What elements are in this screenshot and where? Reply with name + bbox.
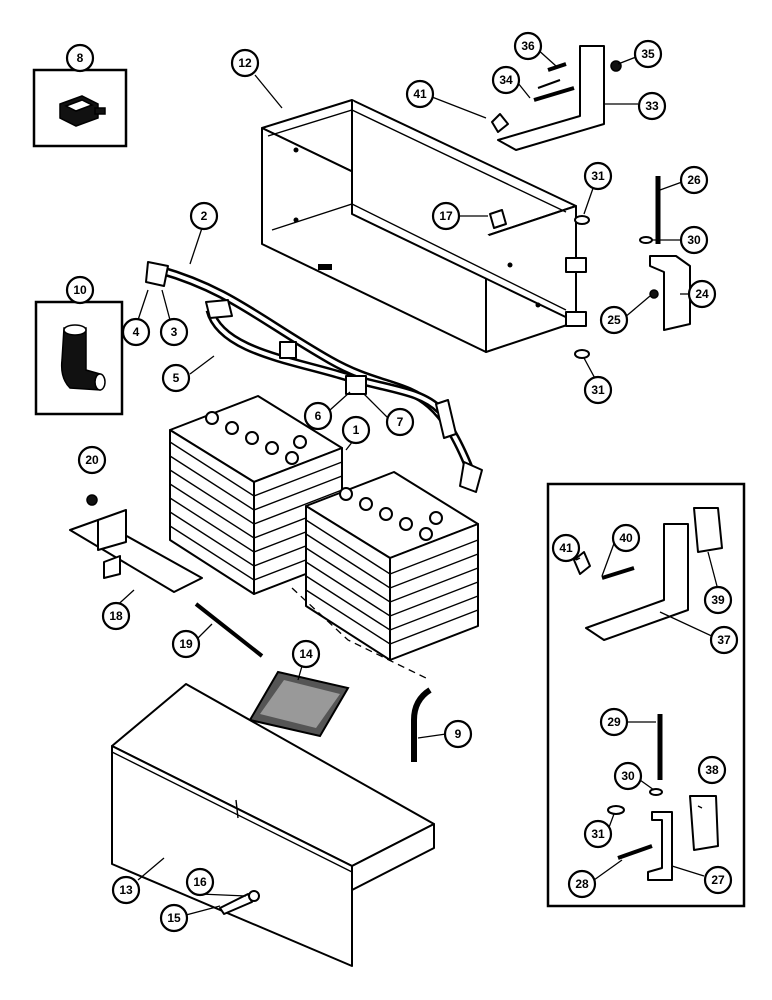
callout-8: 8 — [65, 43, 95, 73]
svg-text:16: 16 — [193, 875, 207, 889]
svg-text:26: 26 — [687, 173, 701, 187]
svg-text:2: 2 — [201, 209, 208, 223]
callout-20: 20 — [77, 445, 107, 475]
lower-mount-bracket — [649, 255, 691, 331]
callout-7: 7 — [385, 407, 415, 437]
callout-24: 24 — [687, 279, 717, 309]
svg-text:13: 13 — [119, 883, 133, 897]
svg-text:28: 28 — [575, 877, 589, 891]
svg-text:14: 14 — [299, 647, 313, 661]
svg-text:6: 6 — [315, 409, 322, 423]
svg-text:41: 41 — [559, 541, 573, 555]
callout-31-mid: 31 — [583, 375, 613, 405]
callout-16: 16 — [185, 867, 215, 897]
svg-text:3: 3 — [171, 325, 178, 339]
callout-12: 12 — [230, 48, 260, 78]
svg-text:33: 33 — [645, 99, 659, 113]
svg-text:34: 34 — [499, 73, 513, 87]
svg-text:27: 27 — [711, 873, 725, 887]
callout-15: 15 — [159, 903, 189, 933]
leader-lines — [111, 47, 719, 916]
vent-tube — [411, 687, 432, 762]
svg-text:30: 30 — [621, 769, 635, 783]
svg-text:35: 35 — [641, 47, 655, 61]
svg-text:12: 12 — [238, 56, 252, 70]
callout-35: 35 — [633, 39, 663, 69]
inset-part-10 — [34, 300, 124, 416]
callout-13: 13 — [111, 875, 141, 905]
battery-cover — [111, 683, 435, 967]
svg-text:9: 9 — [455, 727, 462, 741]
callout-30-top: 30 — [679, 225, 709, 255]
callout-29: 29 — [599, 707, 629, 737]
inset-part-8 — [32, 68, 128, 148]
battery-pad — [248, 670, 350, 738]
svg-text:31: 31 — [591, 169, 605, 183]
callout-33: 33 — [637, 91, 667, 121]
callout-41-top: 41 — [405, 79, 435, 109]
callout-10: 10 — [65, 275, 95, 305]
svg-text:41: 41 — [413, 87, 427, 101]
callout-27: 27 — [703, 865, 733, 895]
svg-text:19: 19 — [179, 637, 193, 651]
callout-6: 6 — [303, 401, 333, 431]
hold-down-bracket — [69, 494, 264, 658]
callout-9: 9 — [443, 719, 473, 749]
callout-25: 25 — [599, 305, 629, 335]
callout-28: 28 — [567, 869, 597, 899]
svg-text:15: 15 — [167, 911, 181, 925]
callout-17: 17 — [431, 201, 461, 231]
callout-5: 5 — [161, 363, 191, 393]
svg-text:17: 17 — [439, 209, 453, 223]
svg-text:10: 10 — [73, 283, 87, 297]
svg-text:20: 20 — [85, 453, 99, 467]
svg-text:8: 8 — [77, 51, 84, 65]
callout-30-inset: 30 — [613, 761, 643, 791]
battery-right — [305, 471, 479, 661]
callout-37: 37 — [709, 625, 739, 655]
callout-14: 14 — [291, 639, 321, 669]
callout-19: 19 — [171, 629, 201, 659]
hold-down-hidden-line — [291, 587, 431, 681]
callout-31-top: 31 — [583, 161, 613, 191]
svg-text:25: 25 — [607, 313, 621, 327]
callout-39: 39 — [703, 585, 733, 615]
svg-text:39: 39 — [711, 593, 725, 607]
svg-text:24: 24 — [695, 287, 709, 301]
svg-text:5: 5 — [173, 371, 180, 385]
callout-2: 2 — [189, 201, 219, 231]
svg-text:7: 7 — [397, 415, 404, 429]
alternate-parts-inset — [546, 482, 746, 908]
battery-left — [169, 395, 343, 595]
battery-cables — [145, 261, 483, 493]
callout-38: 38 — [697, 755, 727, 785]
svg-text:38: 38 — [705, 763, 719, 777]
callout-41-inset: 41 — [551, 533, 581, 563]
svg-text:4: 4 — [133, 325, 140, 339]
upper-mount-bracket — [491, 45, 622, 151]
clip-17 — [489, 209, 507, 229]
cover-screw — [219, 893, 253, 915]
callout-40: 40 — [611, 523, 641, 553]
callouts: 8 10 12 2 4 3 5 6 7 1 20 — [65, 31, 739, 933]
callout-36: 36 — [513, 31, 543, 61]
svg-text:40: 40 — [619, 531, 633, 545]
callout-18: 18 — [101, 601, 131, 631]
battery-box — [261, 99, 587, 353]
svg-text:30: 30 — [687, 233, 701, 247]
svg-text:36: 36 — [521, 39, 535, 53]
svg-text:31: 31 — [591, 383, 605, 397]
svg-text:18: 18 — [109, 609, 123, 623]
callout-3: 3 — [159, 317, 189, 347]
callout-4: 4 — [121, 317, 151, 347]
callout-26: 26 — [679, 165, 709, 195]
callout-1-right: 1 — [341, 415, 371, 445]
callout-31-inset: 31 — [583, 819, 613, 849]
svg-text:1: 1 — [353, 423, 360, 437]
callout-34: 34 — [491, 65, 521, 95]
svg-text:29: 29 — [607, 715, 621, 729]
svg-text:31: 31 — [591, 827, 605, 841]
svg-text:37: 37 — [717, 633, 731, 647]
